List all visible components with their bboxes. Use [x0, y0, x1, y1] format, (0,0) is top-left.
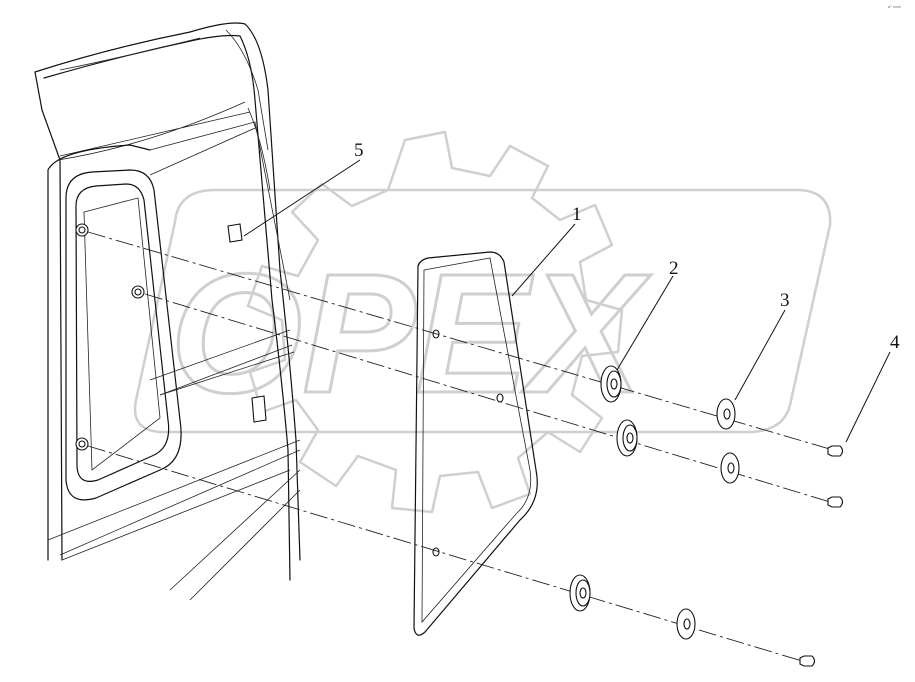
quarter-glass-outline	[413, 251, 538, 636]
cab-roof-seam	[57, 101, 271, 191]
leader-1	[511, 223, 576, 297]
cab-outer-edge	[47, 144, 151, 561]
grommet-top-bore	[610, 378, 618, 390]
leader-5	[243, 159, 361, 237]
cab-top-rib	[59, 29, 269, 151]
callout-4: 4	[890, 332, 900, 353]
leader-3	[734, 309, 786, 401]
assembly-axes	[87, 231, 841, 665]
cab-roof	[34, 22, 301, 561]
washer-bottom-bore	[683, 618, 691, 630]
washer-middle-bore	[727, 462, 735, 474]
frame-hole-bottom-inner	[78, 440, 86, 448]
cab-lower-lines	[47, 329, 301, 601]
leader-lines	[243, 159, 891, 443]
callout-2: 2	[669, 258, 679, 279]
grommet-middle-bore	[626, 432, 634, 444]
washer-top-bore	[723, 408, 731, 420]
frame-hole-middle-inner	[134, 288, 142, 296]
clip-lower	[251, 395, 267, 423]
window-frame-outer	[65, 169, 182, 501]
watermark-text: OPEX	[170, 239, 651, 429]
watermark-gear	[246, 130, 624, 514]
watermark-banner	[133, 188, 832, 434]
callout-labels: 1 2 3 4 5	[354, 140, 900, 353]
leader-2	[616, 275, 674, 371]
grommets	[569, 365, 638, 612]
corner-mark: a° xxxx	[888, 4, 901, 9]
screws	[799, 445, 844, 667]
callout-3: 3	[780, 290, 790, 311]
quarter-glass	[413, 251, 538, 636]
window-frame-inner	[75, 183, 170, 482]
glass-hole-3	[432, 547, 440, 557]
cab-panel	[34, 22, 301, 601]
leader-4	[845, 351, 891, 443]
cab-glass-reflection	[149, 121, 295, 396]
axis-top	[87, 231, 841, 453]
clip-upper	[227, 223, 243, 243]
axis-middle	[144, 293, 841, 506]
grommet-bottom-bore	[579, 587, 587, 599]
axis-bottom	[87, 445, 813, 665]
window-glass-outline	[83, 197, 161, 471]
washers	[676, 398, 740, 640]
watermark: OPEX	[133, 130, 832, 514]
frame-hole-top-inner	[78, 226, 86, 234]
glass-hole-2	[496, 393, 504, 403]
callout-1: 1	[572, 204, 582, 225]
quarter-glass-inner	[421, 257, 532, 624]
callout-5: 5	[354, 140, 364, 161]
screw-middle	[827, 496, 844, 508]
screw-bottom	[799, 655, 816, 667]
screw-top	[827, 445, 844, 457]
